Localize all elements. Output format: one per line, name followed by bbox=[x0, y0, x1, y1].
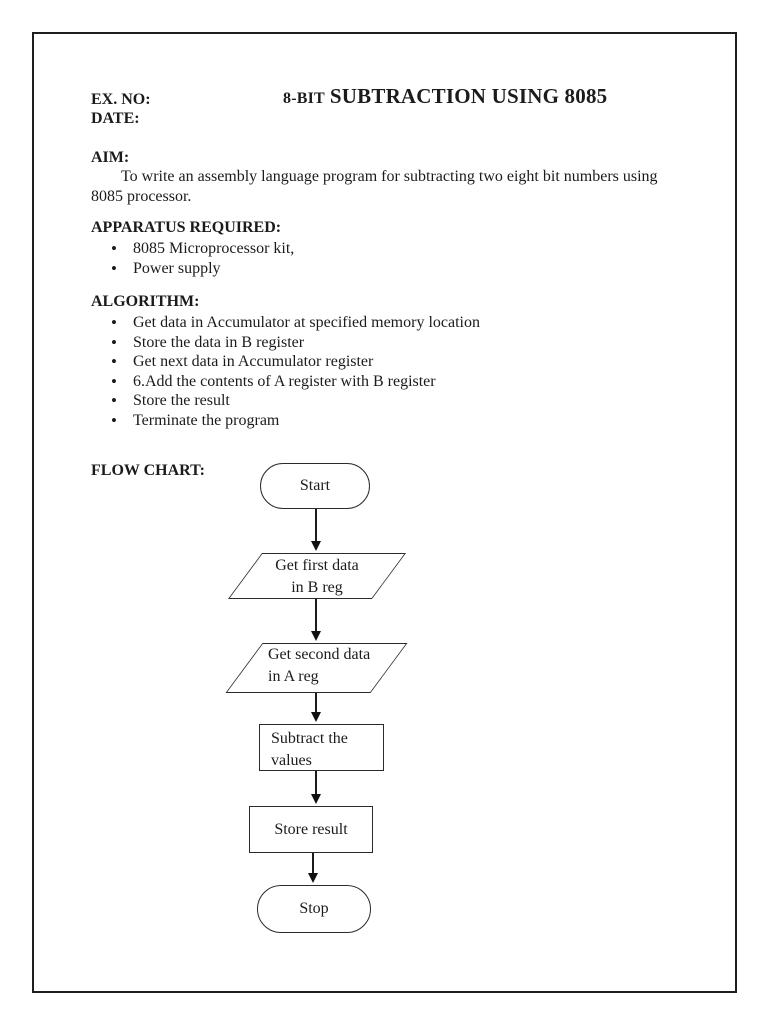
flowchart-node-io-second-label: Get second data in A reg bbox=[268, 644, 370, 688]
arrow-line bbox=[315, 599, 317, 631]
section-apparatus: APPARATUS REQUIRED: 8085 Microprocessor … bbox=[91, 218, 687, 278]
list-item: Get next data in Accumulator register bbox=[91, 352, 687, 372]
label-line: in B reg bbox=[291, 579, 343, 596]
section-algorithm: ALGORITHM: Get data in Accumulator at sp… bbox=[91, 292, 687, 430]
flowchart-node-process-store: Store result bbox=[249, 806, 373, 853]
arrow-down-icon bbox=[311, 794, 321, 804]
label-line: Get second data bbox=[268, 646, 371, 663]
label-line: in A reg bbox=[268, 668, 319, 685]
flowchart-node-stop-label: Stop bbox=[299, 900, 329, 917]
page-title-prefix: 8-BIT bbox=[283, 90, 325, 107]
list-item: Power supply bbox=[91, 259, 687, 279]
flowchart-node-start: Start bbox=[260, 463, 370, 509]
arrow-down-icon bbox=[311, 631, 321, 641]
page-title-main: SUBTRACTION USING 8085 bbox=[329, 84, 608, 108]
label-line: values bbox=[271, 752, 312, 769]
flowchart-node-start-label: Start bbox=[299, 477, 331, 494]
flowchart-heading: FLOW CHART: bbox=[91, 462, 205, 479]
arrow-down-icon bbox=[311, 541, 321, 551]
list-item: Store the data in B register bbox=[91, 333, 687, 353]
arrow-down-icon bbox=[308, 873, 318, 883]
flow-arrow-connector bbox=[310, 771, 322, 804]
apparatus-heading: APPARATUS REQUIRED: bbox=[91, 219, 282, 236]
list-item: Get data in Accumulator at specified mem… bbox=[91, 313, 687, 333]
ex-no-label: EX. NO: bbox=[91, 91, 151, 108]
list-item: Store the result bbox=[91, 391, 687, 411]
flow-arrow-connector bbox=[310, 599, 322, 641]
flow-arrow-connector bbox=[307, 853, 319, 883]
arrow-down-icon bbox=[311, 712, 321, 722]
algorithm-heading: ALGORITHM: bbox=[91, 293, 200, 310]
label-line: Get first data bbox=[275, 557, 359, 574]
flowchart-node-process-subtract: Subtract the values bbox=[259, 724, 384, 771]
aim-paragraph: To write an assembly language program fo… bbox=[91, 168, 658, 205]
list-item: 6.Add the contents of A register with B … bbox=[91, 372, 687, 392]
flow-arrow-connector bbox=[310, 509, 322, 551]
list-item: 8085 Microprocessor kit, bbox=[91, 239, 687, 259]
flowchart-node-io-first-label: Get first data in B reg bbox=[245, 555, 389, 599]
flow-arrow-connector bbox=[310, 693, 322, 722]
arrow-line bbox=[315, 771, 317, 794]
arrow-line bbox=[315, 693, 317, 712]
algorithm-list: Get data in Accumulator at specified mem… bbox=[91, 313, 687, 430]
list-item: Terminate the program bbox=[91, 411, 687, 431]
section-aim: AIM: To write an assembly language progr… bbox=[91, 148, 687, 207]
flowchart-node-process-store-label: Store result bbox=[274, 820, 348, 838]
label-line: Subtract the bbox=[271, 730, 348, 747]
arrow-line bbox=[315, 509, 317, 541]
flowchart-node-stop: Stop bbox=[257, 885, 371, 933]
arrow-line bbox=[312, 853, 314, 873]
apparatus-list: 8085 Microprocessor kit, Power supply bbox=[91, 239, 687, 278]
aim-heading: AIM: bbox=[91, 149, 130, 166]
date-label: DATE: bbox=[91, 110, 140, 127]
